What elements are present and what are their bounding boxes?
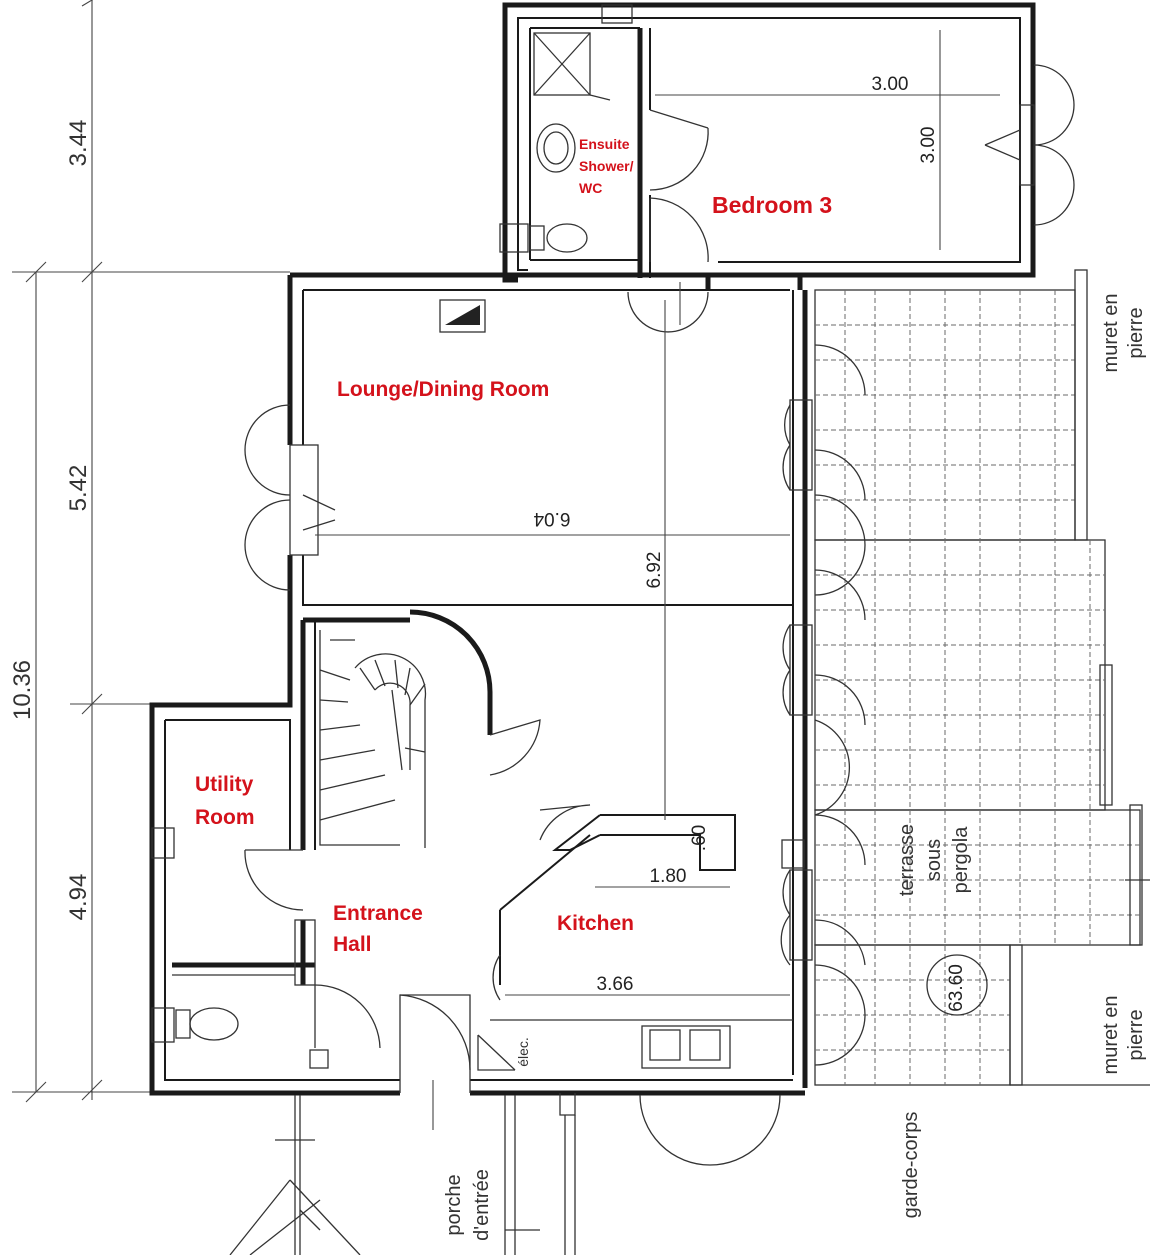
dim-house-depth: 6.92 — [644, 552, 665, 589]
label-terrace-1: terrasse — [896, 824, 918, 896]
dim-bedroom-depth: 3.00 — [918, 127, 939, 164]
dim-left-top: 3.44 — [65, 120, 92, 167]
staircase — [319, 630, 427, 848]
dim-left-middle: 5.42 — [65, 465, 92, 512]
room-hall-line1: Entrance — [333, 902, 423, 925]
label-muret-top-2: pierre — [1125, 307, 1147, 358]
room-utility-line2: Room — [195, 806, 255, 829]
utility-wc — [151, 827, 329, 1069]
left-window — [244, 404, 336, 591]
main-walls — [149, 272, 808, 1096]
dim-terrace-area: 63.60 — [946, 964, 967, 1012]
dim-counter-depth: .60 — [689, 825, 710, 851]
room-kitchen: Kitchen — [557, 912, 634, 935]
dim-kitchen-width: 3.66 — [597, 974, 634, 995]
room-hall-line2: Hall — [333, 933, 372, 956]
dim-lounge-width: 6.04 — [533, 508, 570, 529]
left-dimension-lines — [12, 0, 290, 1103]
dim-counter-length: 1.80 — [650, 866, 687, 887]
main-dimension-lines — [315, 282, 790, 1130]
label-terrace-2: sous — [923, 839, 945, 881]
interior-doors — [244, 291, 781, 1166]
label-porch-1: porche — [443, 1174, 465, 1235]
room-bedroom3: Bedroom 3 — [712, 192, 832, 218]
dim-bedroom-width: 3.00 — [872, 74, 909, 95]
label-muret-top-1: muret en — [1100, 294, 1122, 373]
right-windows — [780, 344, 866, 1066]
room-utility-line1: Utility — [195, 773, 254, 796]
label-garde-corps: garde-corps — [900, 1112, 922, 1219]
label-muret-bottom-1: muret en — [1100, 996, 1122, 1075]
label-muret-bottom-2: pierre — [1125, 1009, 1147, 1060]
room-ensuite-line3: WC — [579, 180, 602, 196]
label-elec: élec. — [515, 1037, 531, 1067]
label-porch-2: d'entrée — [471, 1169, 493, 1241]
room-lounge: Lounge/Dining Room — [337, 378, 549, 401]
terrace-grid — [814, 269, 1150, 1086]
dim-left-bottom: 4.94 — [65, 874, 92, 921]
label-terrace-3: pergola — [950, 826, 972, 894]
porch — [229, 1093, 576, 1255]
room-ensuite-line2: Shower/ — [579, 158, 634, 174]
dim-left-total: 10.36 — [9, 660, 36, 720]
room-ensuite-line1: Ensuite — [579, 136, 630, 152]
